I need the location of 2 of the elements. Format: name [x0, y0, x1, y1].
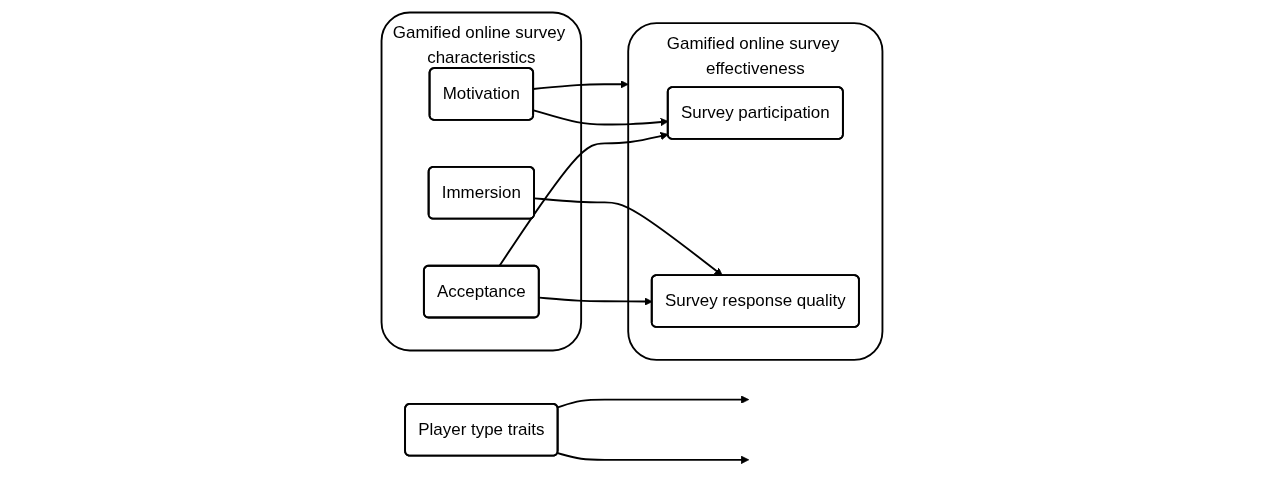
arrow	[556, 395, 750, 409]
arrow	[556, 452, 750, 464]
